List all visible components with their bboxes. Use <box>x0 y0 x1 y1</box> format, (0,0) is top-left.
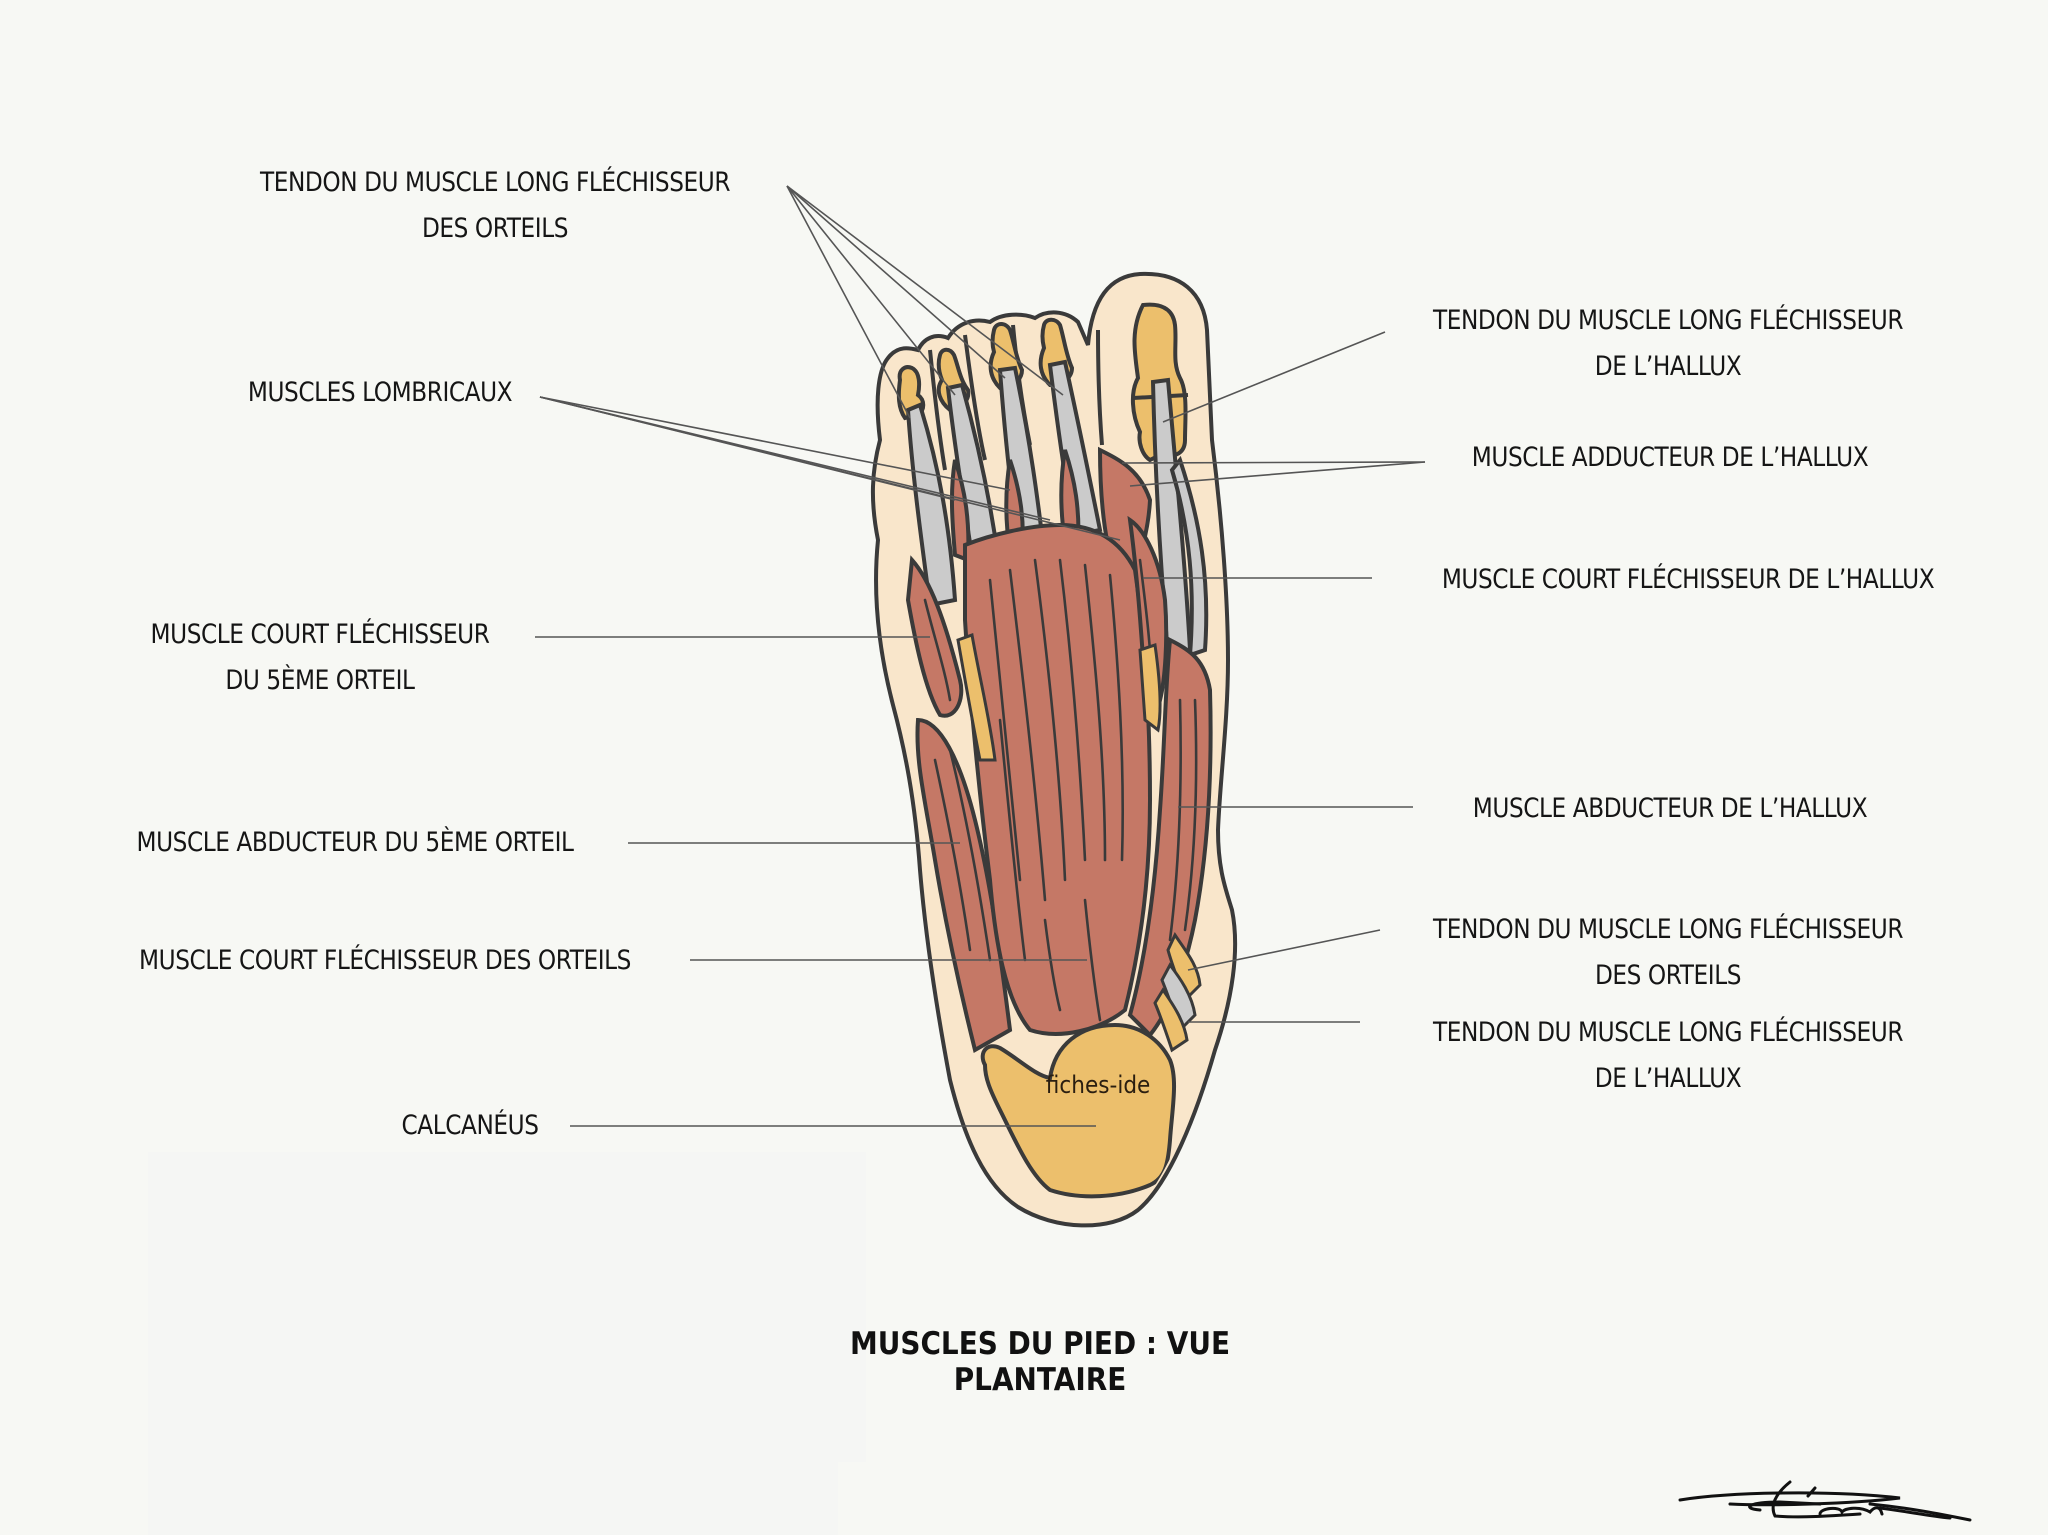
metatarsal-gaps <box>956 632 1162 762</box>
watermark-text: fiches-ide <box>1045 1071 1151 1099</box>
heel-tendons <box>1153 931 1202 1053</box>
signature-icon <box>1678 1480 1972 1522</box>
label-line: DES ORTEILS <box>421 213 569 244</box>
label-court-flechisseur-hallux: MUSCLE COURT FLÉCHISSEUR DE L’HALLUX <box>1421 557 1954 603</box>
diagram-title: MUSCLES DU PIED : VUE PLANTAIRE <box>849 1326 1231 1398</box>
background-patch <box>148 1152 866 1462</box>
label-line: TENDON DU MUSCLE LONG FLÉCHISSEUR <box>1432 305 1904 336</box>
label-line: MUSCLE ABDUCTEUR DU 5ÈME ORTEIL <box>136 827 574 858</box>
label-tendon-long-flechisseur-hallux-bottom: TENDON DU MUSCLE LONG FLÉCHISSEUR DE L’H… <box>1419 1010 1918 1102</box>
label-line: MUSCLE COURT FLÉCHISSEUR DES ORTEILS <box>139 945 631 976</box>
label-abducteur-5e-orteil: MUSCLE ABDUCTEUR DU 5ÈME ORTEIL <box>119 820 592 866</box>
label-line: MUSCLE ABDUCTEUR DE L’HALLUX <box>1472 793 1868 824</box>
label-line: DES ORTEILS <box>1594 960 1742 991</box>
calcaneus-bone <box>980 1022 1177 1199</box>
label-line: DU 5ÈME ORTEIL <box>225 665 415 696</box>
label-line: MUSCLE COURT FLÉCHISSEUR DE L’HALLUX <box>1441 564 1935 595</box>
label-court-flechisseur-5e-orteil: MUSCLE COURT FLÉCHISSEUR DU 5ÈME ORTEIL <box>144 612 497 704</box>
label-tendon-long-flechisseur-orteils-bottom: TENDON DU MUSCLE LONG FLÉCHISSEUR DES OR… <box>1419 907 1918 999</box>
label-line: MUSCLE COURT FLÉCHISSEUR <box>150 619 490 650</box>
label-tendon-long-flechisseur-orteils-top: TENDON DU MUSCLE LONG FLÉCHISSEUR DES OR… <box>246 160 745 252</box>
label-court-flechisseur-orteils: MUSCLE COURT FLÉCHISSEUR DES ORTEILS <box>123 938 648 984</box>
label-calcaneus: CALCANÉUS <box>393 1103 548 1149</box>
label-line: DE L’HALLUX <box>1594 1063 1742 1094</box>
label-line: TENDON DU MUSCLE LONG FLÉCHISSEUR <box>1432 914 1904 945</box>
label-line: MUSCLE ADDUCTEUR DE L’HALLUX <box>1471 442 1869 473</box>
label-line: DE L’HALLUX <box>1594 351 1742 382</box>
label-tendon-long-flechisseur-hallux-top: TENDON DU MUSCLE LONG FLÉCHISSEUR DE L’H… <box>1419 298 1918 390</box>
label-adducteur-hallux: MUSCLE ADDUCTEUR DE L’HALLUX <box>1464 435 1877 481</box>
label-line: CALCANÉUS <box>401 1110 539 1141</box>
leader-lines <box>535 185 1426 1127</box>
muscle-fibers <box>923 558 1198 1022</box>
label-abducteur-hallux: MUSCLE ABDUCTEUR DE L’HALLUX <box>1464 786 1877 832</box>
label-muscles-lombricaux: MUSCLES LOMBRICAUX <box>238 370 522 416</box>
label-line: TENDON DU MUSCLE LONG FLÉCHISSEUR <box>1432 1017 1904 1048</box>
label-line: MUSCLES LOMBRICAUX <box>247 377 513 408</box>
label-line: TENDON DU MUSCLE LONG FLÉCHISSEUR <box>259 167 731 198</box>
background-patch <box>148 1462 838 1535</box>
